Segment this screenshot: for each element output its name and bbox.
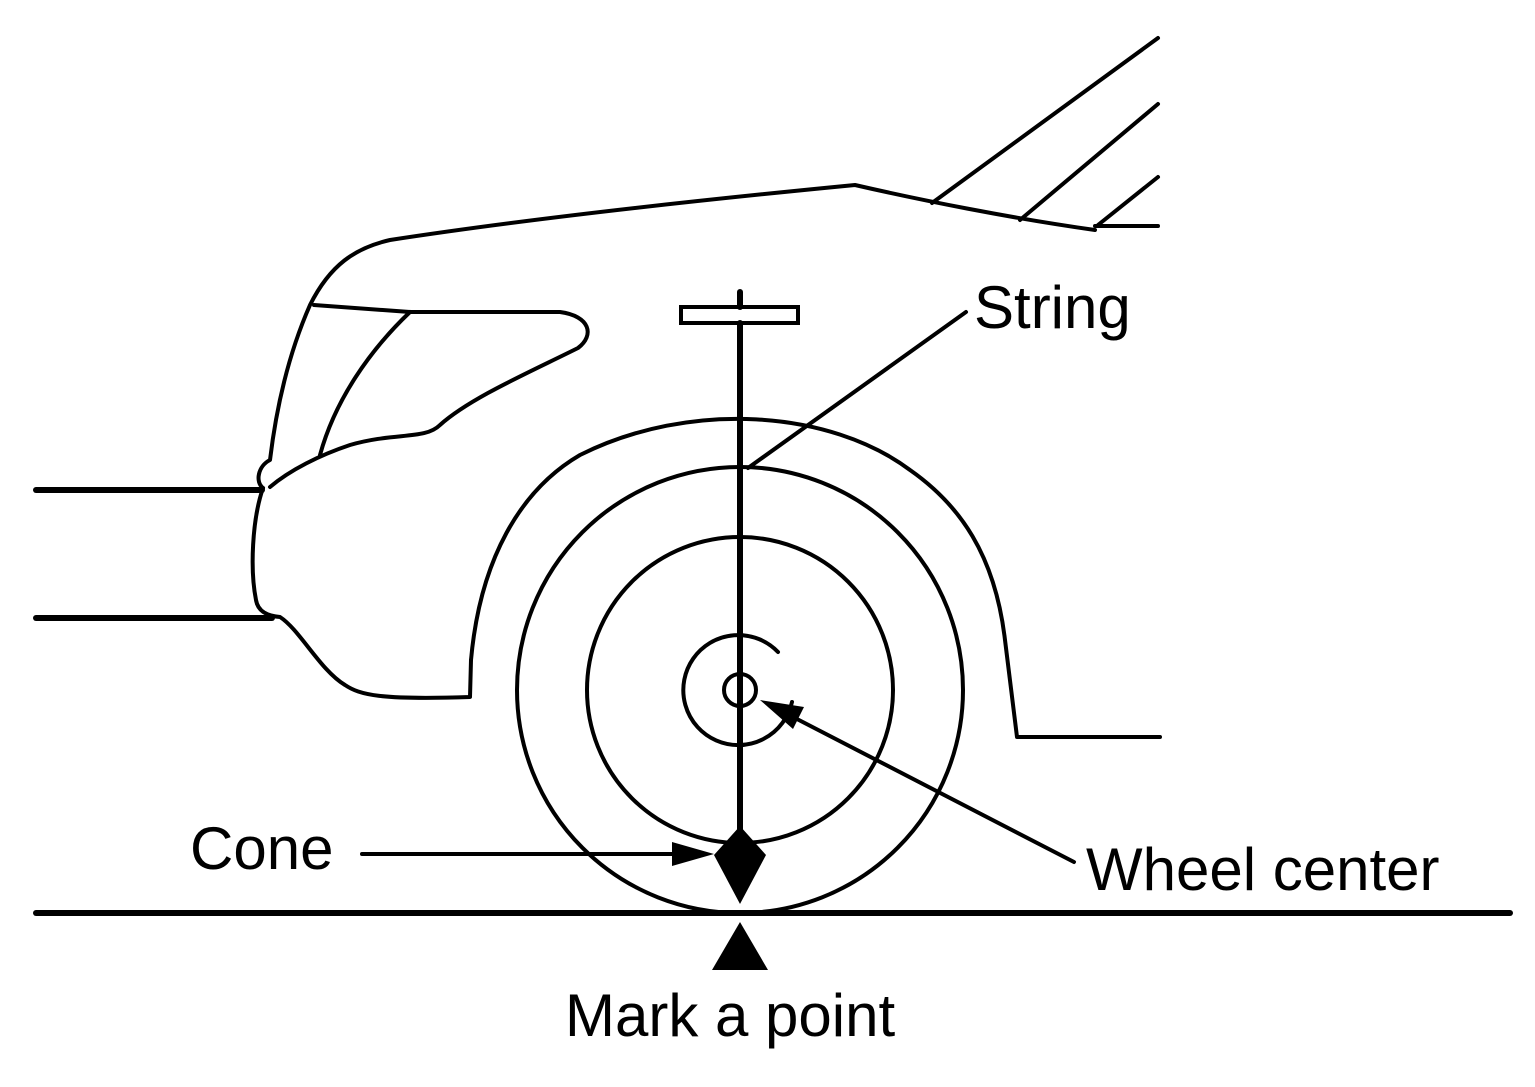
a-pillar-line-3 [1096, 175, 1160, 227]
label-mark-point: Mark a point [565, 982, 895, 1049]
label-cone: Cone [190, 815, 333, 882]
callouts [360, 310, 1076, 866]
a-pillar-line-2 [1018, 102, 1160, 222]
plumb-tool [679, 289, 800, 904]
string-leader-line [746, 310, 968, 470]
mark-point-triangle [712, 922, 768, 970]
wheel-center-arrowhead [760, 700, 804, 729]
vehicle-body [33, 36, 1162, 739]
a-pillar-line-1 [930, 36, 1160, 205]
wheel-arch [469, 416, 1162, 739]
headlamp-outline [268, 303, 590, 489]
cone-arrowhead [672, 842, 714, 866]
front-lower-curve [250, 486, 473, 700]
wheel-center-leader-line [793, 716, 1076, 864]
cone-weight [714, 826, 766, 904]
label-string: String [974, 274, 1131, 341]
label-wheel-center: Wheel center [1086, 836, 1440, 903]
headlamp-inner-line [318, 310, 412, 457]
fender-outline [256, 183, 1097, 490]
